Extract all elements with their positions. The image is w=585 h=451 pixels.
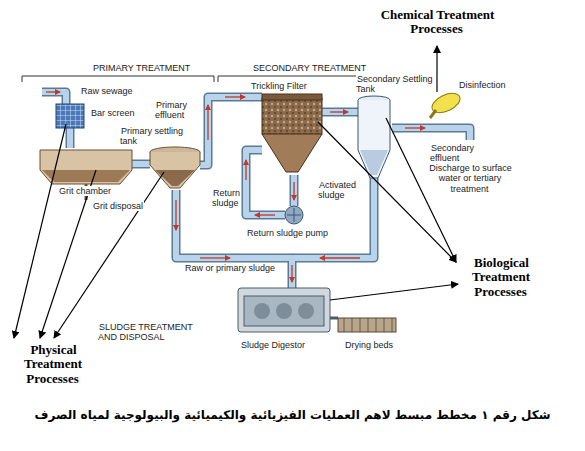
part-label: SLUDGE TREATMENT AND DISPOSAL	[98, 322, 198, 343]
figure-caption: شكل رقم ١ مخطط مبسط لاهم العمليات الفيزي…	[8, 408, 577, 422]
part-label: Bar screen	[90, 108, 150, 118]
secondary-tank-icon	[358, 96, 390, 178]
part-label: Sludge Digestor	[240, 340, 330, 350]
part-label: Drying beds	[344, 340, 414, 350]
part-label: Activated sludge	[318, 180, 364, 201]
pump-icon	[285, 206, 303, 224]
part-label: Grit disposal	[92, 201, 162, 211]
part-label: Discharge to surface water or tertiary t…	[420, 163, 520, 194]
part-label: Secondary Settling Tank	[356, 74, 446, 95]
part-label: Disinfection	[458, 80, 528, 90]
part-label: Primary settling tank	[120, 126, 200, 147]
part-label: Raw or primary sludge	[184, 263, 294, 273]
part-label: Primary effluent	[155, 100, 200, 121]
drying-beds-icon	[338, 318, 396, 332]
trickling-filter-icon	[262, 94, 322, 172]
part-label: Raw sewage	[80, 86, 140, 96]
disinfection-icon	[429, 89, 463, 118]
part-label: Grit chamber	[58, 186, 128, 196]
part-label: Return sludge pump	[246, 228, 346, 238]
part-label: PRIMARY TREATMENT	[92, 63, 212, 73]
part-label: SECONDARY TREATMENT	[252, 63, 382, 73]
process-category-label: Chemical Treatment Processes	[362, 8, 512, 37]
process-category-label: Physical Treatment Processes	[8, 343, 98, 386]
part-label: Secondary effluent	[430, 143, 490, 164]
process-category-label: Biological Treatment Processes	[458, 256, 544, 299]
part-label: Return sludge	[212, 188, 248, 209]
digestor-icon	[238, 288, 338, 332]
bar-screen-icon	[56, 104, 84, 128]
part-label: Trickling Filter	[250, 81, 330, 91]
leader-arrow	[14, 46, 458, 338]
